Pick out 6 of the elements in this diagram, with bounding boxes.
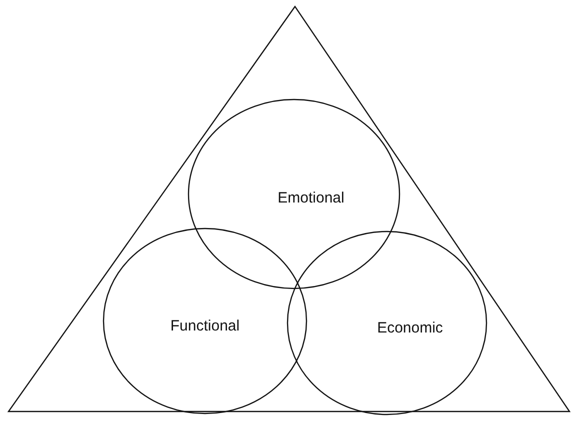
circle-label: Emotional [278,190,344,206]
venn-circle [188,99,400,289]
circle-label: Functional [170,318,240,334]
venn-circle [287,231,487,415]
venn-circle [103,228,307,414]
circle-label: Economic [377,320,443,336]
